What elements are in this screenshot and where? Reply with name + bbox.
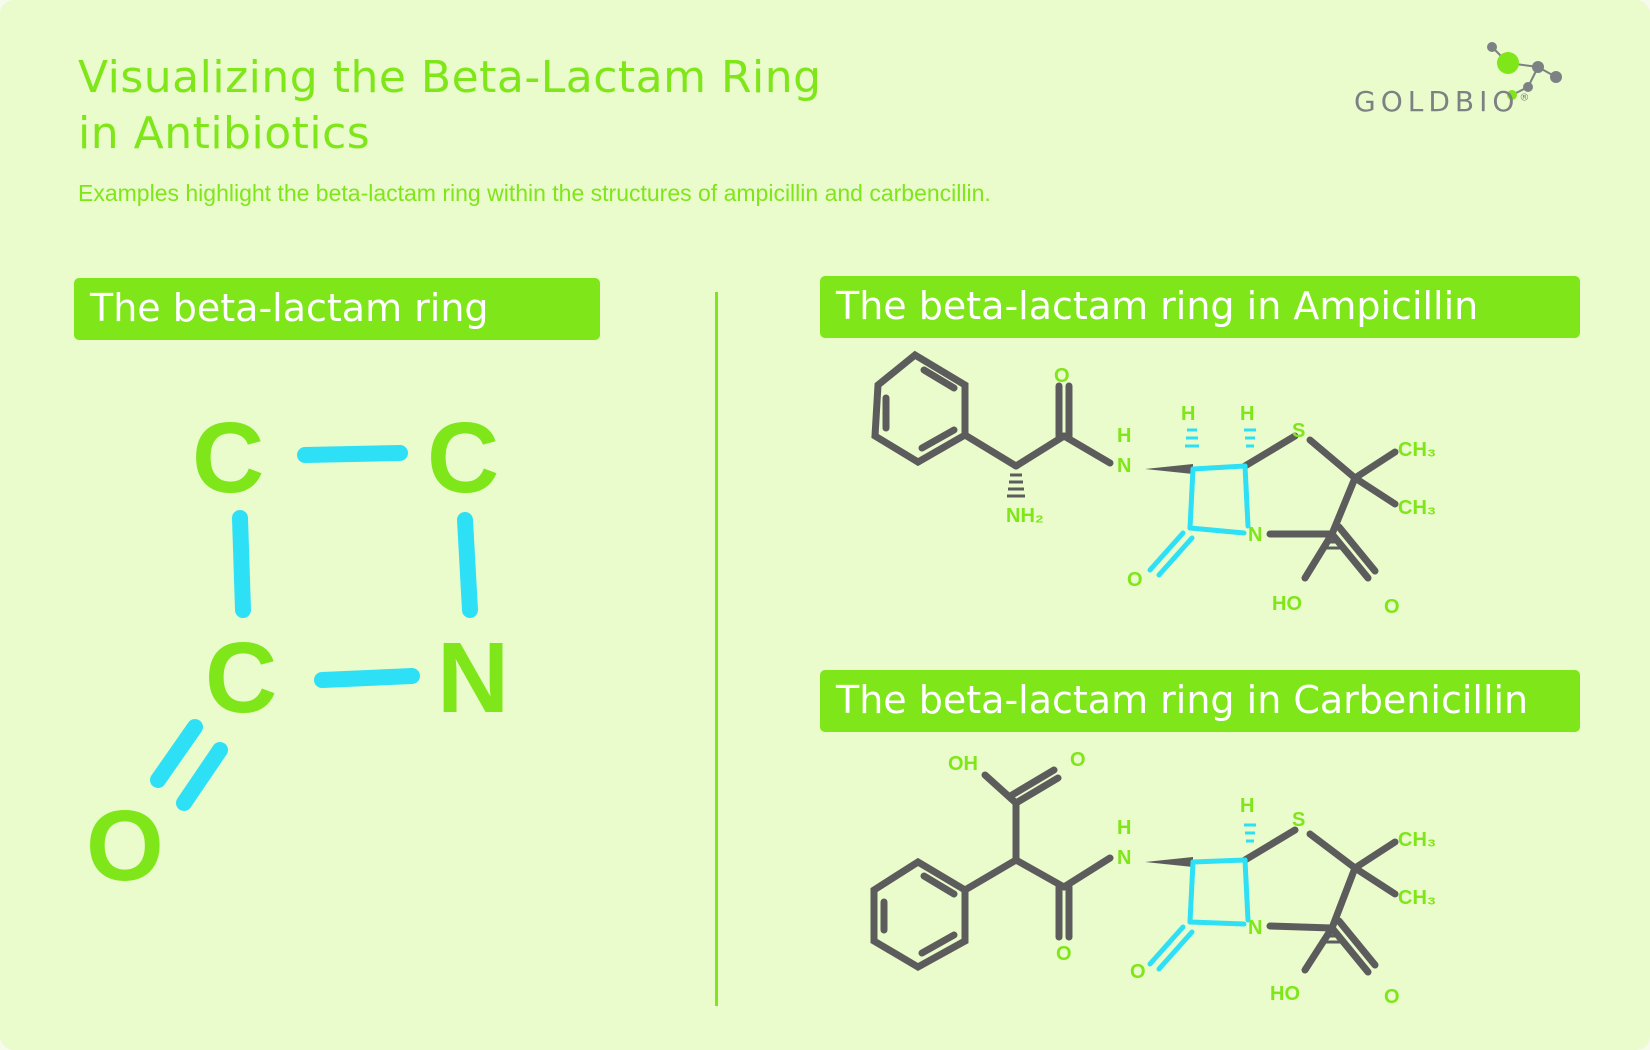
amp-ho: HO [1272, 593, 1302, 615]
amp-ch3-2: CH₃ [1398, 497, 1436, 519]
logo-wordmark: GOLDBIO® [1354, 85, 1530, 118]
carb-o-amide: O [1056, 943, 1072, 965]
page-title: Visualizing the Beta-Lactam Ring in Anti… [78, 50, 822, 162]
ring-atom-c1: C [192, 402, 264, 514]
goldbio-logo: GOLDBIO® [1340, 35, 1580, 118]
carb-h-n: H [1117, 817, 1131, 839]
carb-s: S [1292, 809, 1305, 831]
amp-h1: H [1181, 403, 1195, 425]
carb-h1: H [1240, 795, 1254, 817]
ring-atom-o: O [86, 790, 164, 902]
amp-s: S [1292, 420, 1305, 442]
ring-bond-bottom [314, 668, 420, 688]
amp-n-amide: N [1117, 455, 1131, 477]
carb-ch3-1: CH₃ [1398, 829, 1436, 851]
carb-n-ring: N [1248, 917, 1262, 939]
panel-header-beta-lactam-ring: The beta-lactam ring [74, 278, 600, 340]
carb-o-acid: O [1384, 986, 1400, 1008]
carb-n-amide: N [1117, 847, 1131, 869]
panel-divider [715, 292, 718, 1006]
panel-header-ampicillin: The beta-lactam ring in Ampicillin [820, 276, 1580, 338]
page-subtitle: Examples highlight the beta-lactam ring … [78, 180, 991, 206]
title-line-2: in Antibiotics [78, 108, 371, 159]
carbonyl-bond-1 [150, 719, 203, 788]
ring-bond-right [457, 512, 478, 618]
molecule-logo-icon [1487, 42, 1562, 100]
amp-n-ring: N [1248, 524, 1262, 546]
amp-h2: H [1240, 403, 1254, 425]
carb-ch3-2: CH₃ [1398, 887, 1436, 909]
carb-o-acid-top: O [1070, 749, 1086, 771]
ring-atom-n: N [437, 622, 509, 734]
ring-atom-c3: C [205, 622, 277, 734]
carb-ho: HO [1270, 983, 1300, 1005]
panel-header-carbenicillin: The beta-lactam ring in Carbenicillin [820, 670, 1580, 732]
ring-bond-left [232, 510, 251, 618]
carb-o-lactam: O [1130, 961, 1146, 983]
title-line-1: Visualizing the Beta-Lactam Ring [78, 52, 822, 103]
carb-oh: OH [948, 753, 978, 775]
amp-o-acid: O [1384, 596, 1400, 618]
amp-h-n: H [1117, 425, 1131, 447]
carbonyl-bond-2 [176, 742, 228, 811]
amp-o-top: O [1054, 365, 1070, 387]
ring-atom-c2: C [427, 402, 499, 514]
amp-nh2: NH₂ [1006, 505, 1044, 527]
amp-o-lactam: O [1127, 569, 1143, 591]
ring-bond-top [297, 445, 408, 463]
amp-ch3-1: CH₃ [1398, 439, 1436, 461]
